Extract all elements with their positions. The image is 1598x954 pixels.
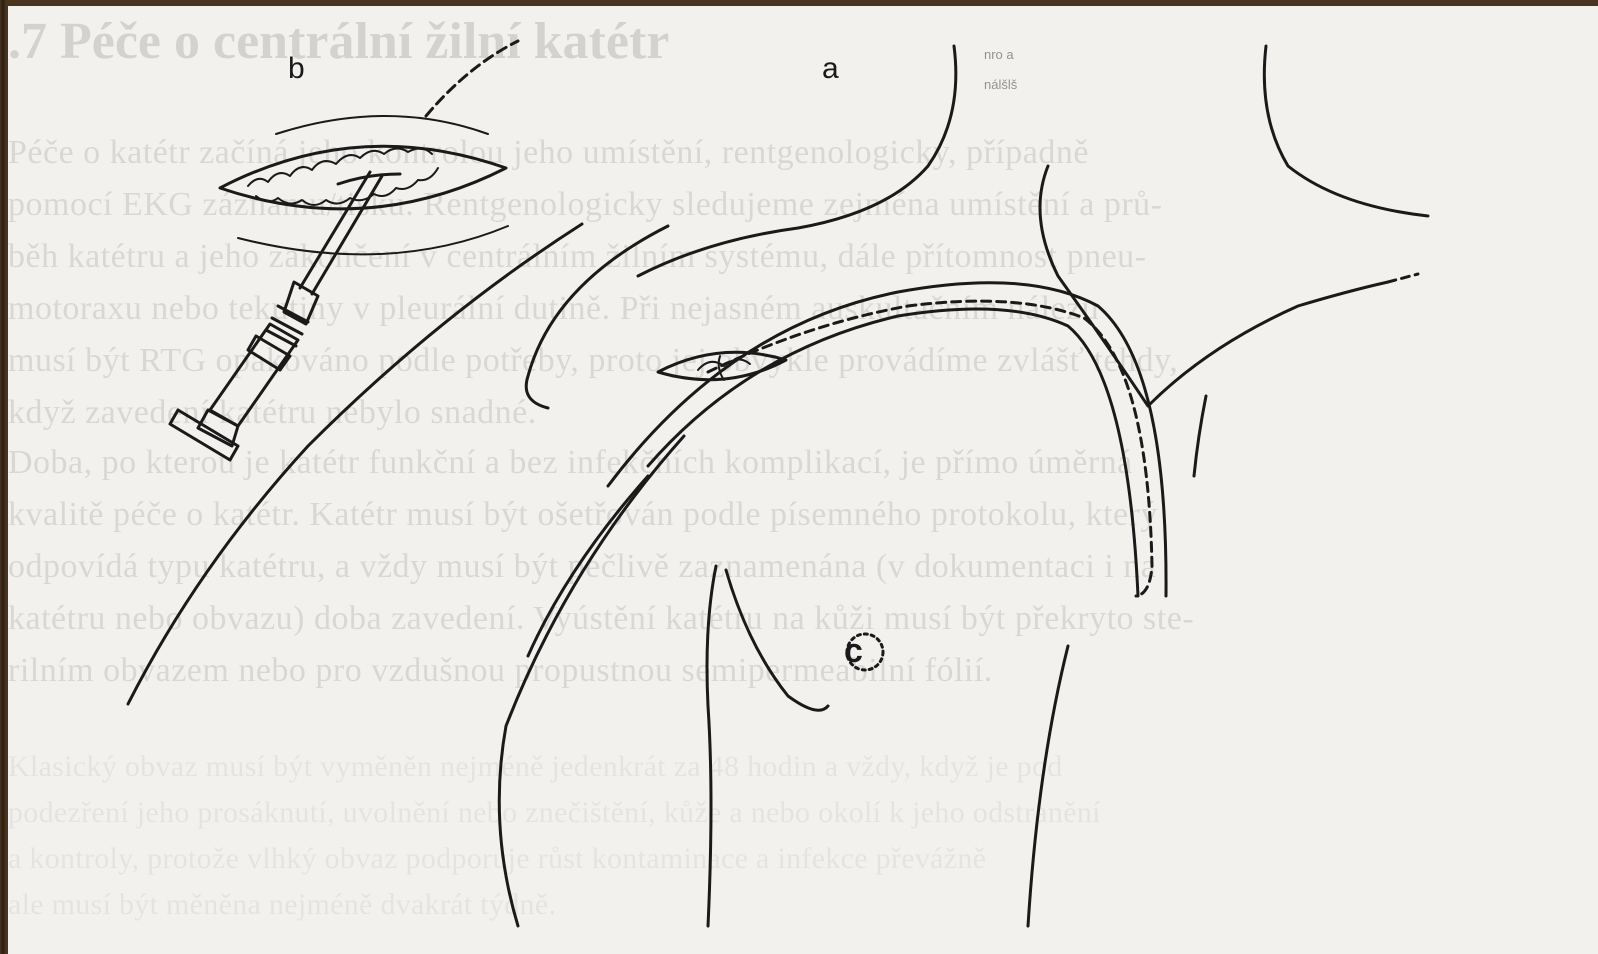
- shoulder-fold: [526, 226, 668, 408]
- panel-label-c: c: [844, 632, 863, 671]
- needle-shaft: [300, 172, 370, 288]
- clavicle-curve: [1040, 166, 1388, 406]
- skin-fold-line: [276, 116, 488, 134]
- tunnel-outer: [608, 283, 1166, 596]
- panel-label-b: b: [288, 52, 305, 86]
- torso-left-contour: [499, 436, 684, 926]
- arm-outline: [128, 224, 582, 704]
- chest-line: [1194, 396, 1206, 476]
- axilla-line: [707, 566, 716, 926]
- catheter-illustration: [8, 6, 1598, 954]
- incision-tissue: [248, 148, 432, 186]
- needle-shaft: [312, 176, 382, 294]
- axilla-line: [726, 570, 828, 710]
- panel-b-needle-insertion: [170, 41, 518, 460]
- panel-label-a: a: [822, 52, 839, 86]
- clavicle-dashed: [1388, 274, 1418, 282]
- chest-line: [1028, 646, 1068, 926]
- panel-a-anatomy: [128, 46, 1428, 926]
- neck-left-contour: [638, 46, 956, 276]
- syringe-body: [198, 410, 238, 446]
- skin-fold-line: [238, 226, 508, 254]
- scanned-page: .7 Péče o centrální žilní katétr Péče o …: [8, 6, 1598, 954]
- neck-right-contour: [1264, 46, 1428, 216]
- insertion-guide-dashed: [426, 41, 518, 116]
